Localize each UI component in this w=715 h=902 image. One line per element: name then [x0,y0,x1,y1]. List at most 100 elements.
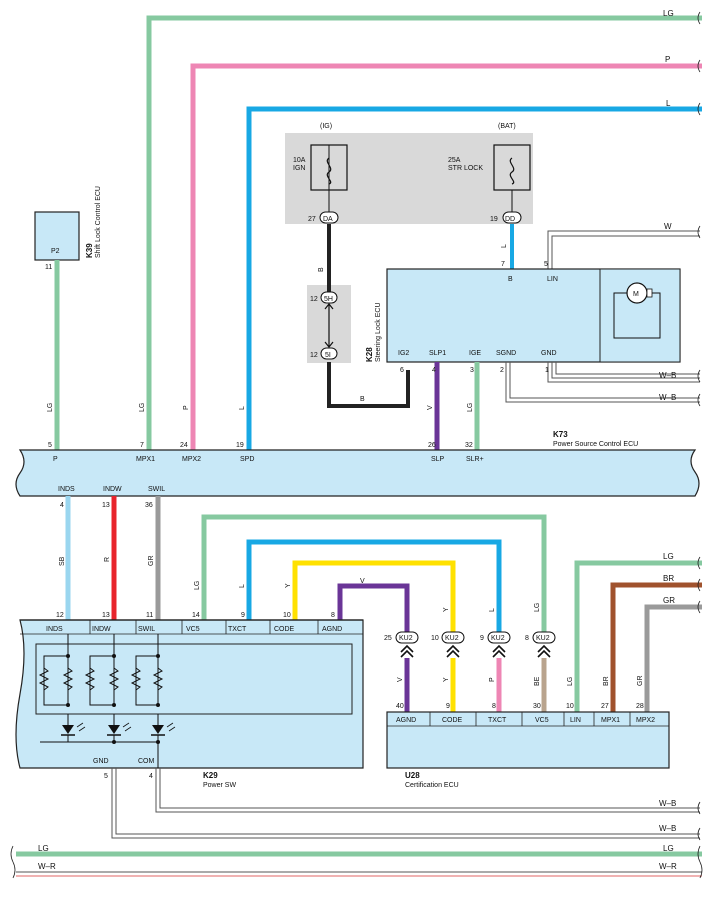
fuse-str-supply: (BAT) [498,123,516,130]
u28-term-lin: LIN [570,717,581,724]
k73-term-indw: INDW [103,486,122,493]
u28-pin-lin: 10 [566,703,574,710]
k73-term-spd: SPD [240,456,254,463]
wire-v-agnd [337,583,410,632]
u28-name: Certification ECU [405,782,459,789]
junction-pin-bottom: 12 [310,352,318,359]
label-br-u28: BR [603,676,610,686]
k29-pin-code: 10 [283,612,291,619]
ku2-pin-code: 10 [431,635,439,642]
label-lg-top: LG [663,9,674,18]
u28-code: U28 [405,771,420,780]
k29-term-indw: INDW [92,626,111,633]
label-lg-mpx1: LG [139,403,146,412]
wire-l-txct [246,539,502,632]
wire-b-ig2 [327,224,410,408]
fuse-str-lock [493,144,531,212]
k29-term-swil: SWIL [138,626,155,633]
ku2-connectors [395,631,556,658]
label-lg-k39: LG [47,403,54,412]
label-lg-slr: LG [467,403,474,412]
junction-conn-top: 5H [324,296,333,303]
k29-code: K29 [203,771,218,780]
ecu-k29 [15,619,364,769]
k73-pin-indw: 13 [102,502,110,509]
label-gr-u28: GR [637,676,644,687]
junction-pin-top: 12 [310,296,318,303]
k29-pin-indw: 13 [102,612,110,619]
k73-term-p: P [53,456,58,463]
fuse-str-rating: 25A [448,157,461,164]
u28-pin-txct: 8 [492,703,496,710]
wire-wr-bottom [16,871,702,877]
u28-term-mpx1: MPX1 [601,717,620,724]
u28-term-agnd: AGND [396,717,416,724]
k28-term-ig2: IG2 [398,350,409,357]
wire-l-top [246,106,702,450]
k29-pin-agnd: 8 [331,612,335,619]
fuse-box [285,133,533,224]
label-l-dd: L [501,244,508,248]
label-wr-right: W–R [659,862,677,871]
u28-term-mpx2: MPX2 [636,717,655,724]
ecu-k28 [386,268,681,363]
k28-term-gnd: GND [541,350,557,357]
k28-term-b: B [508,276,513,283]
wire-y-code [292,560,456,632]
label-v-u28: V [397,677,404,682]
label-l-spd: L [239,406,246,410]
label-wb-1: W–B [659,371,676,380]
k28-pin-ige: 3 [470,367,474,374]
k73-pin-mpx1: 7 [140,442,144,449]
u28-pin-agnd: 40 [396,703,404,710]
wire-lg-top [146,15,702,450]
connector-5h [320,291,338,304]
k73-term-mpx1: MPX1 [136,456,155,463]
wire-wb-k29 [111,768,700,839]
label-y-code: Y [285,583,292,588]
k29-pin-vc5: 14 [192,612,200,619]
wire-br-mpx1 [610,582,702,712]
label-v-slp: V [427,405,434,410]
junction-conn-bottom: 5I [325,352,331,359]
k28-pin-gnd: 1 [545,367,549,374]
k29-pin-gnd: 5 [104,773,108,780]
label-w: W [664,222,672,231]
label-l-top: L [666,99,671,108]
ku2-label-code: KU2 [445,635,459,642]
fuse-str-name: STR LOCK [448,165,483,172]
label-y-ku2: Y [443,607,450,612]
k28-pin-sgnd: 2 [500,367,504,374]
k29-term-code: CODE [274,626,295,633]
wire-w-lin [547,230,700,269]
label-wb-2: W–B [659,393,676,402]
wire-gr-mpx2 [644,604,702,712]
k29-resistor-network [38,634,164,768]
connector-dd [502,211,522,224]
k29-dots [66,654,160,744]
ecu-u28 [386,711,670,769]
k73-pin-p: 5 [48,442,52,449]
k28-term-lin: LIN [547,276,558,283]
fuse-ign-supply: (IG) [320,123,332,130]
fuse-ign-pin: 27 [308,216,316,223]
ecu-k73 [15,449,700,497]
k28-term-slp1: SLP1 [429,350,446,357]
u28-pin-mpx2: 28 [636,703,644,710]
k73-term-mpx2: MPX2 [182,456,201,463]
label-b-ig2: B [360,396,365,403]
label-wb-4: W–B [659,824,676,833]
k29-term-agnd: AGND [322,626,342,633]
fuse-ign-name: IGN [293,165,305,172]
label-l-txct: L [239,584,246,588]
k28-pin-b: 7 [501,261,505,268]
k39-pin: 11 [45,264,52,271]
wire-p-top [190,63,702,450]
k29-pin-swil: 11 [146,612,153,619]
k29-term-inds: INDS [46,626,63,633]
connector-da-label: DA [323,216,333,223]
label-lg-u28: LG [567,677,574,686]
label-y-u28: Y [443,677,450,682]
k29-name: Power SW [203,782,236,789]
